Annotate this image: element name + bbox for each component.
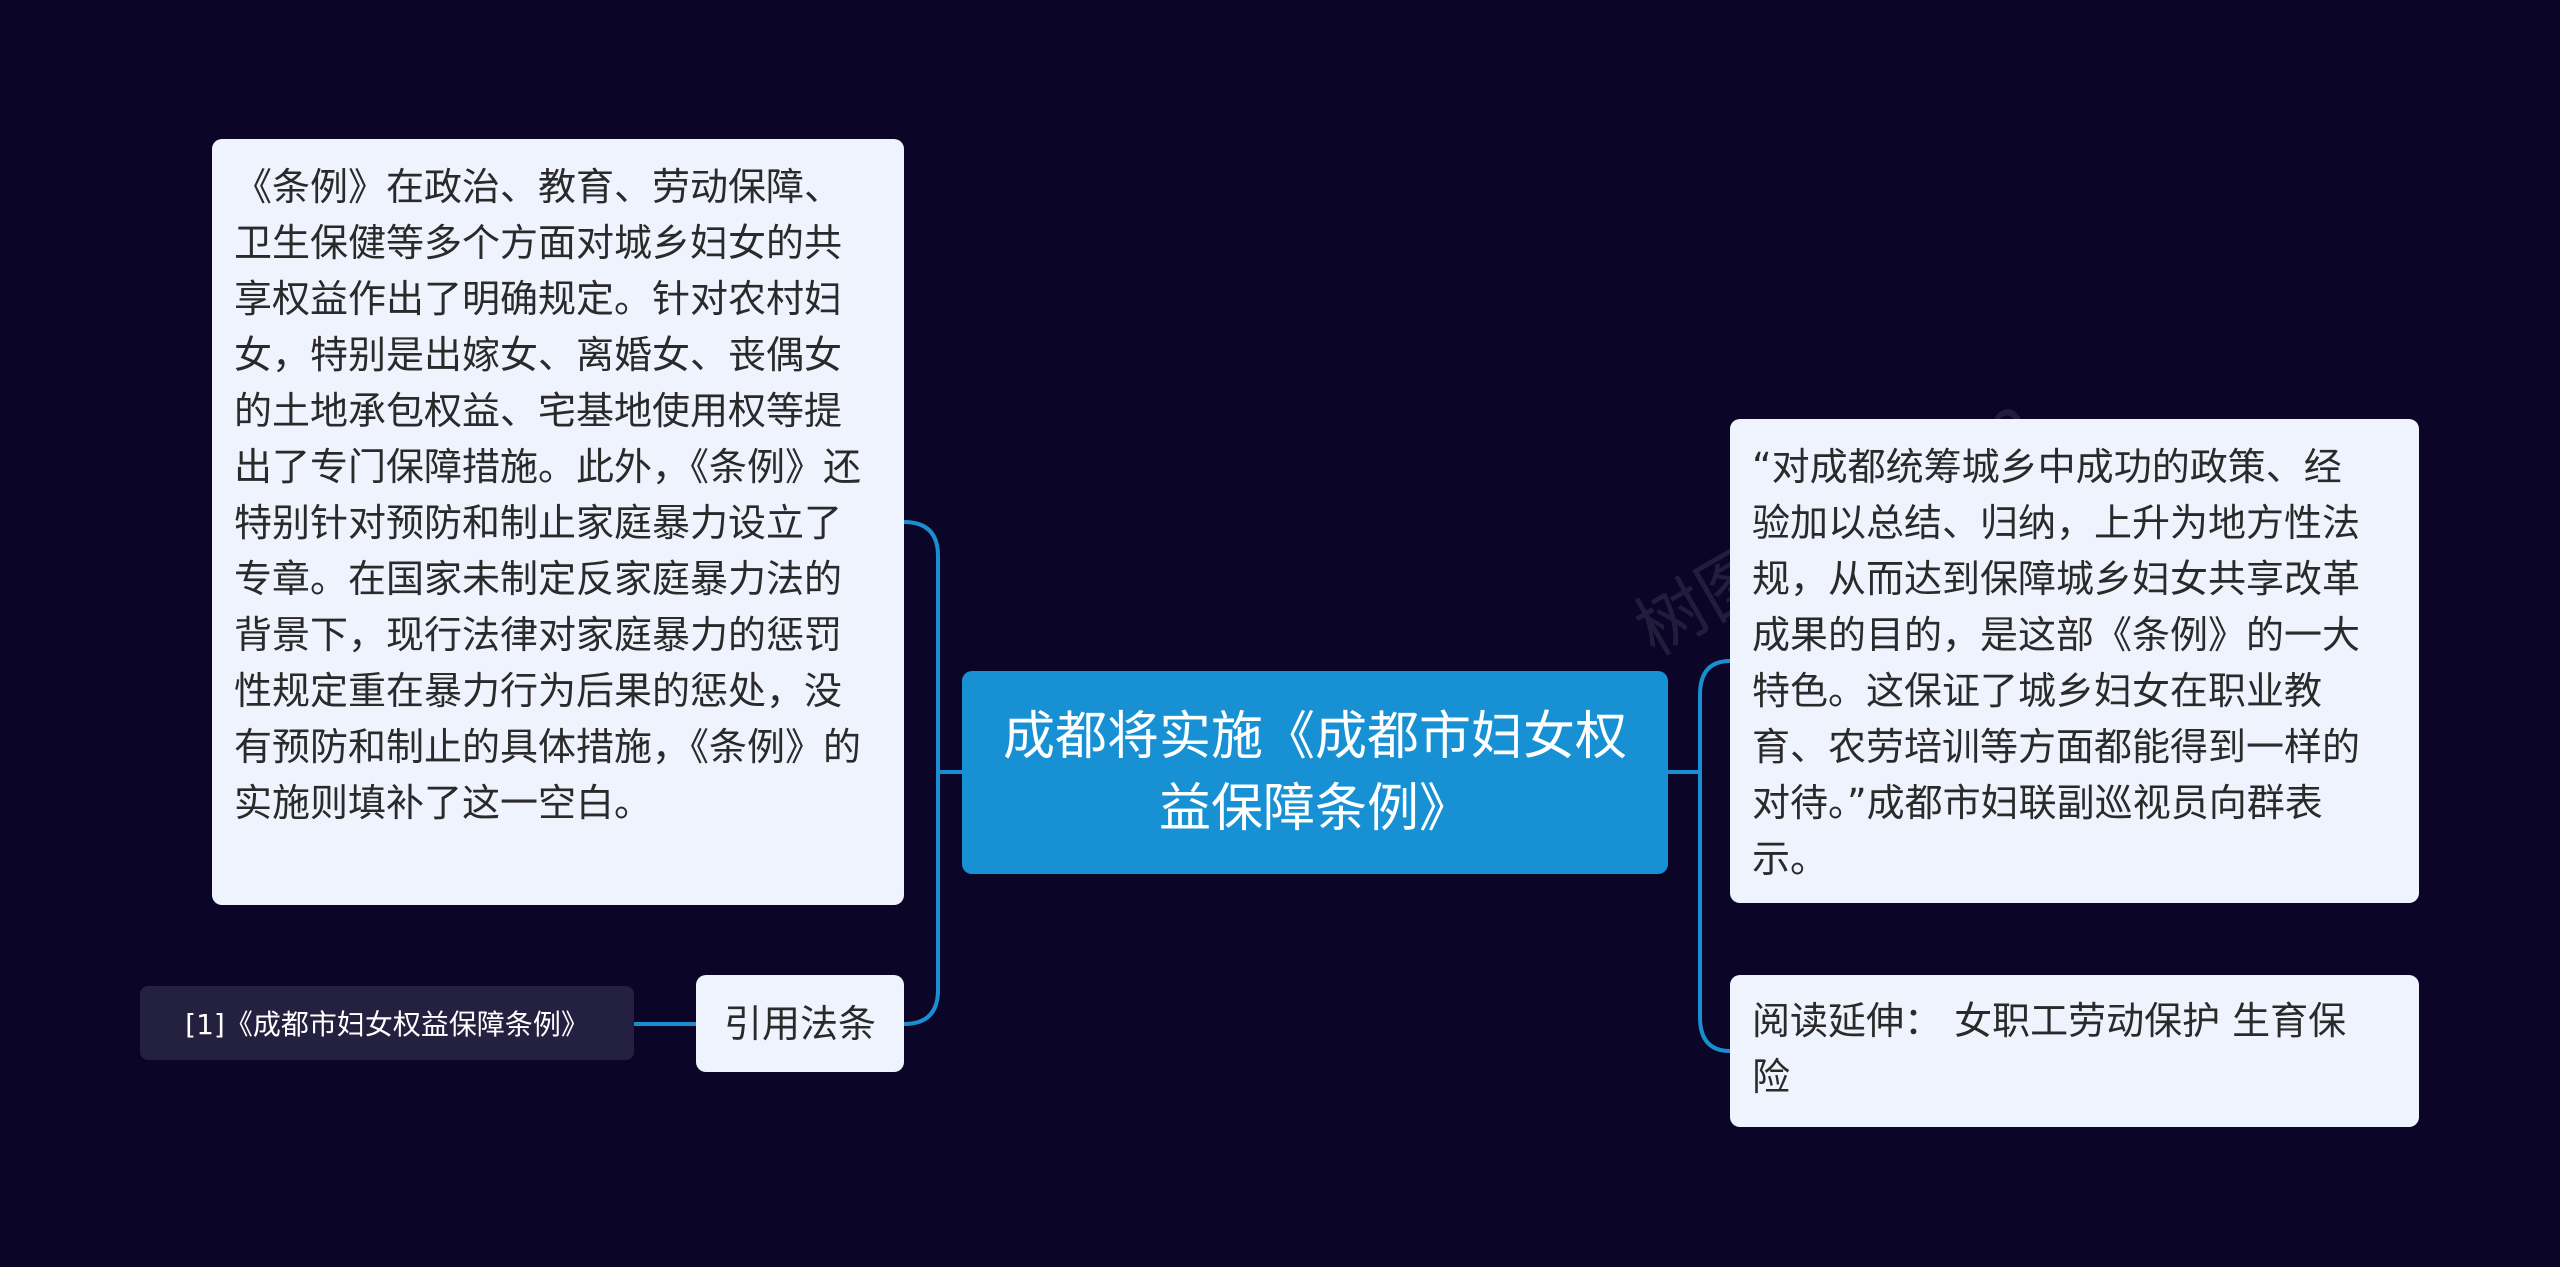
- reading-extension-node[interactable]: 阅读延伸： 女职工劳动保护 生育保险: [1730, 975, 2419, 1127]
- central-topic-node[interactable]: 成都将实施《成都市妇女权益保障条例》: [962, 671, 1668, 874]
- right-quote-node[interactable]: “对成都统筹城乡中成功的政策、经验加以总结、归纳，上升为地方性法规，从而达到保障…: [1730, 419, 2419, 903]
- central-topic-text: 成都将实施《成都市妇女权益保障条例》: [1002, 706, 1627, 839]
- left-detail-node[interactable]: 《条例》在政治、教育、劳动保障、卫生保健等多个方面对城乡妇女的共享权益作出了明确…: [212, 139, 904, 905]
- reference-text: [1]《成都市妇女权益保障条例》: [185, 1008, 589, 1041]
- reading-extension-text: 阅读延伸： 女职工劳动保护 生育保险: [1752, 999, 2347, 1099]
- cite-law-label: 引用法条: [723, 1001, 876, 1046]
- connector-right-trunk: [1698, 659, 1732, 1053]
- left-detail-text: 《条例》在政治、教育、劳动保障、卫生保健等多个方面对城乡妇女的共享权益作出了明确…: [234, 165, 862, 825]
- reference-chip[interactable]: [1]《成都市妇女权益保障条例》: [140, 986, 634, 1060]
- right-quote-text: “对成都统筹城乡中成功的政策、经验加以总结、归纳，上升为地方性法规，从而达到保障…: [1752, 445, 2361, 881]
- cite-law-node[interactable]: 引用法条: [696, 975, 904, 1072]
- connector-left-trunk: [902, 520, 940, 1026]
